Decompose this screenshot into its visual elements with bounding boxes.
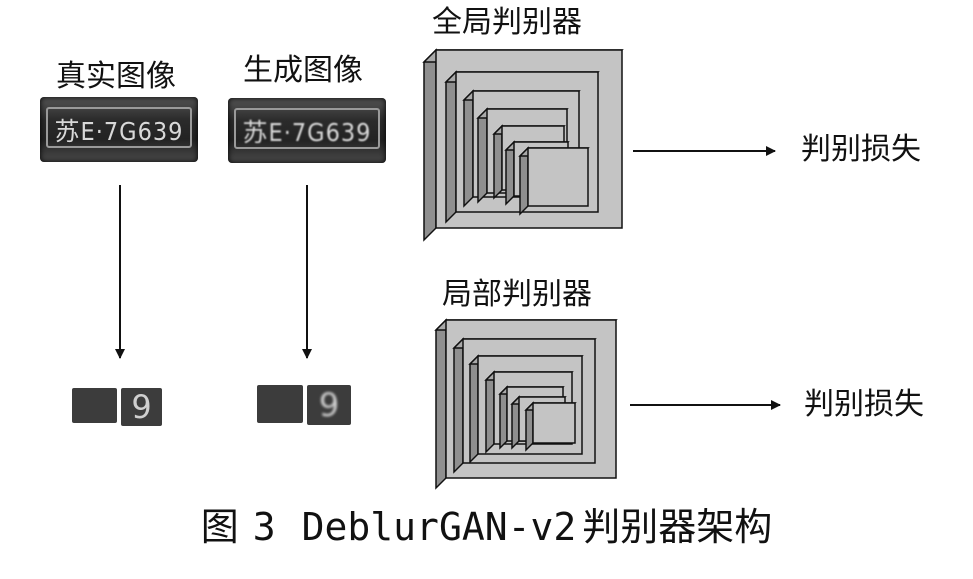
caption-figure: 图	[200, 505, 239, 549]
discriminator-layer-7	[524, 401, 577, 452]
plate-frame	[234, 108, 380, 149]
real-patch-right-text: 9	[131, 388, 152, 426]
generated-patch-right-text: 9	[318, 386, 340, 424]
plate-frame	[46, 107, 192, 148]
global-discriminator-box	[422, 48, 624, 242]
caption-number: 3	[252, 505, 276, 549]
discriminator-layer-7	[518, 146, 590, 216]
generated-plate-text: 苏E·7G639	[242, 117, 372, 147]
caption-title: 判别器架构	[582, 505, 773, 549]
real-plate-image: 苏E·7G639	[40, 97, 198, 162]
caption-model: DeblurGAN-v2	[301, 505, 577, 549]
discriminator-loss-top-label: 判别损失	[801, 132, 921, 167]
real-plate-text: 苏E·7G639	[54, 116, 184, 146]
real-patch-left	[72, 388, 117, 423]
generated-patch-right: 9	[307, 385, 351, 425]
global-discriminator-label: 全局判别器	[432, 5, 582, 40]
discriminator-loss-bottom-label: 判别损失	[804, 387, 924, 422]
generated-patch-left	[257, 385, 303, 423]
local-discriminator-box	[434, 318, 618, 490]
real-image-label: 真实图像	[56, 59, 176, 94]
real-patch-right: 9	[121, 388, 162, 426]
generated-plate-image: 苏E·7G639	[228, 98, 386, 163]
local-discriminator-label: 局部判别器	[442, 277, 592, 312]
generated-image-label: 生成图像	[243, 53, 363, 88]
